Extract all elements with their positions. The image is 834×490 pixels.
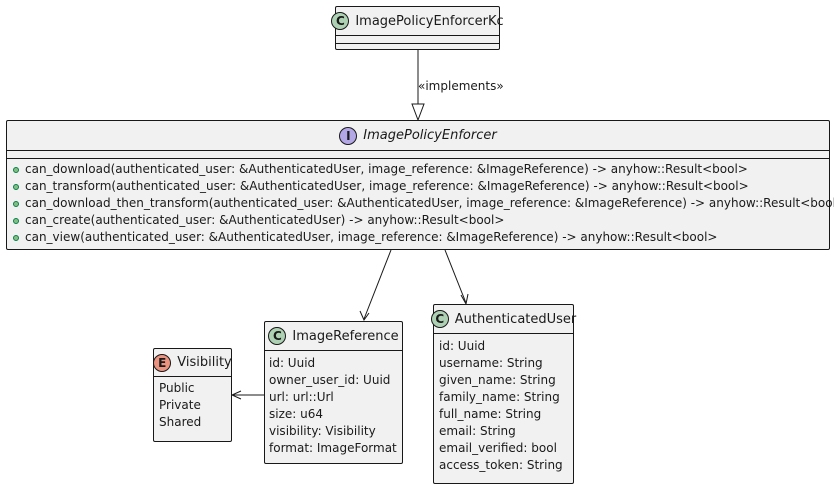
class-icon: C xyxy=(268,327,287,345)
public-method-icon xyxy=(13,234,19,241)
interface-name: ImagePolicyEnforcer xyxy=(363,128,497,143)
implements-label: «implements» xyxy=(418,79,504,93)
field-row: owner_user_id: Uuid xyxy=(269,373,391,387)
method-row: can_download(authenticated_user: &Authen… xyxy=(13,161,834,178)
class-icon: C xyxy=(331,12,350,30)
class-icon: C xyxy=(430,310,449,328)
class-name: ImagePolicyEnforcerKc xyxy=(355,13,504,29)
field-row: id: Uuid xyxy=(439,339,486,353)
class-image-reference[interactable]: C ImageReference id: Uuid owner_user_id:… xyxy=(264,321,403,464)
enum-name: Visibility xyxy=(177,355,232,370)
class-name: ImageReference xyxy=(292,328,399,344)
method-row: can_create(authenticated_user: &Authenti… xyxy=(13,212,834,229)
iface-to-imageref-line xyxy=(363,249,392,320)
class-authenticated-user[interactable]: C AuthenticatedUser id: Uuid username: S… xyxy=(430,304,577,484)
enum-icon: E xyxy=(153,353,172,372)
enum-value: Public xyxy=(159,381,195,395)
field-row: family_name: String xyxy=(439,390,560,404)
class-name: AuthenticatedUser xyxy=(454,311,577,327)
field-row: email: String xyxy=(439,424,516,438)
enum-value: Shared xyxy=(159,415,202,429)
field-row: given_name: String xyxy=(439,373,556,387)
method-row: can_view(authenticated_user: &Authentica… xyxy=(13,229,834,246)
enum-value: Private xyxy=(159,398,201,412)
imageref-to-visibility-arrowhead xyxy=(230,390,242,400)
public-method-icon xyxy=(13,200,19,207)
public-method-icon xyxy=(13,183,19,190)
field-row: format: ImageFormat xyxy=(269,441,397,455)
field-row: size: u64 xyxy=(269,407,323,421)
field-row: url: url::Url xyxy=(269,390,334,404)
field-row: username: String xyxy=(439,356,543,370)
iface-to-authuser-line xyxy=(444,249,467,304)
method-row: can_transform(authenticated_user: &Authe… xyxy=(13,178,834,195)
enum-visibility[interactable]: E Visibility Public Private Shared xyxy=(153,348,232,442)
public-method-icon xyxy=(13,217,19,224)
implements-arrowhead xyxy=(411,103,425,122)
field-row: email_verified: bool xyxy=(439,441,557,455)
class-image-policy-enforcer-kc[interactable]: C ImagePolicyEnforcerKc xyxy=(331,6,504,50)
field-row: full_name: String xyxy=(439,407,542,421)
interface-image-policy-enforcer[interactable]: I ImagePolicyEnforcer can_download(authe… xyxy=(6,120,834,250)
field-row: access_token: String xyxy=(439,458,563,472)
field-row: id: Uuid xyxy=(269,356,316,370)
field-row: visibility: Visibility xyxy=(269,424,376,438)
public-method-icon xyxy=(13,166,19,173)
iface-to-imageref-arrowhead xyxy=(359,310,370,322)
interface-icon: I xyxy=(339,126,358,145)
method-row: can_download_then_transform(authenticate… xyxy=(13,195,834,212)
